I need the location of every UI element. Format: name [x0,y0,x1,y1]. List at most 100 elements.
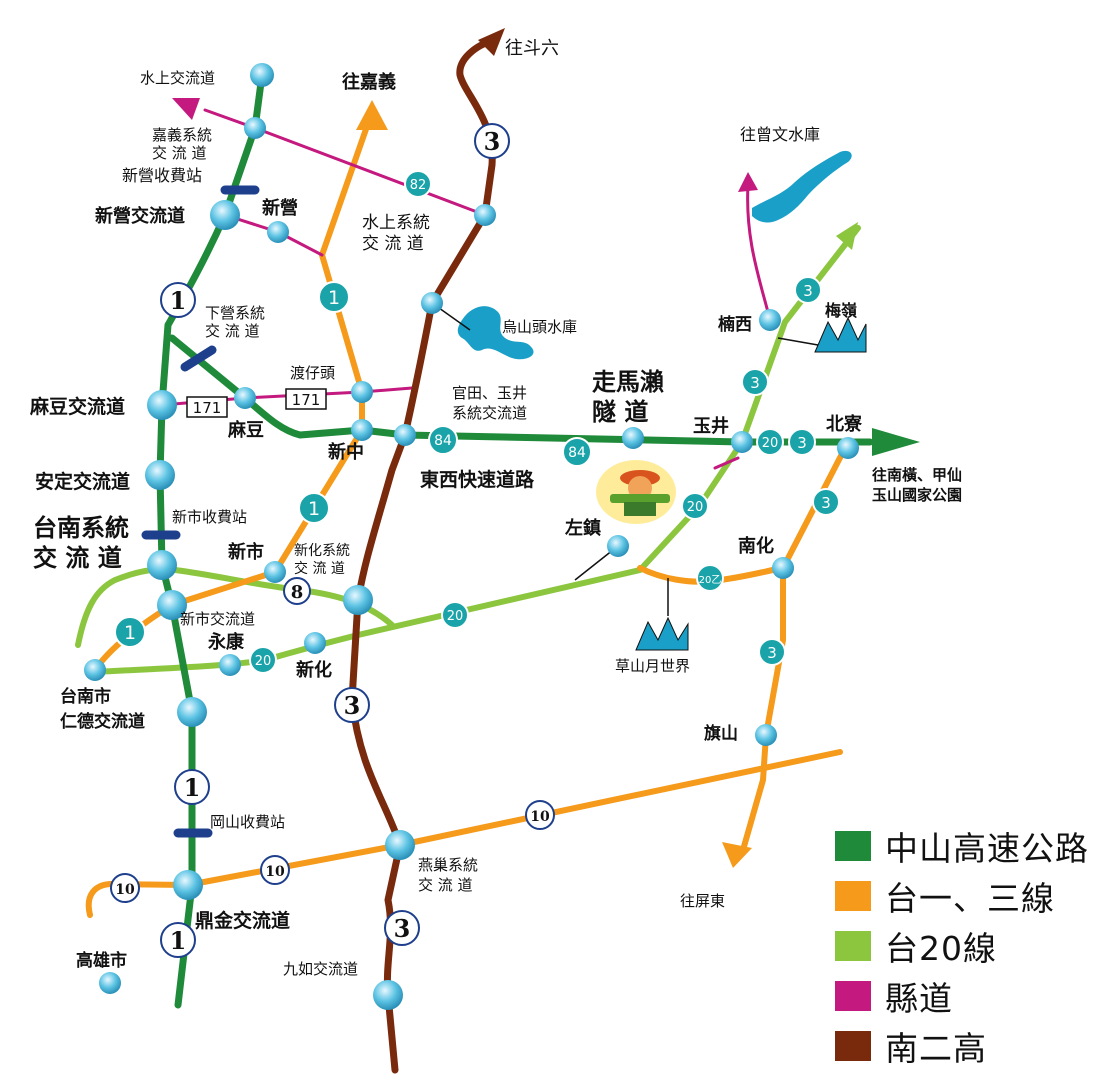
label-dingjin-ic: 鼎金交流道 [195,909,290,932]
label-xinzhong: 新中 [328,441,364,463]
label-yongkang: 永康 [207,631,245,653]
label-chiayi: 往嘉義 [342,71,396,93]
label-pingtung: 往屏東 [680,892,725,910]
shield-1-xinying: 1 [328,287,340,309]
provincial-shields: 82 84 84 20 3 20 20 20 20乙 3 3 3 3 1 1 1 [114,170,840,674]
shield-10-east: 10 [530,809,550,825]
shield-20b: 20乙 [699,574,722,586]
legend-item-route20: 台20線 [835,926,997,968]
shield-3-mid: 3 [344,691,361,720]
label-madou-ic: 麻豆交流道 [29,395,125,418]
route-20-arrow [836,222,858,250]
shield-3-route20-b: 3 [803,282,813,300]
shield-3-nanhua-s: 3 [767,644,777,662]
label-guantian-1: 官田、玉井 [452,384,527,402]
expressway-84-arrow [872,428,920,456]
label-meiling: 梅嶺 [825,301,857,320]
shield-3-south: 3 [394,914,411,943]
legend-swatch [835,881,871,911]
shield-3-beiliao: 3 [797,434,807,452]
legend-item-freeway3: 南二高 [835,1026,987,1068]
legend-item-route1-3: 台一、三線 [835,876,1055,918]
legend-label: 縣道 [885,979,953,1018]
shield-3-north: 3 [484,127,501,156]
label-nanheng: 往南橫、甲仙 [872,466,962,484]
label-rende-ic: 仁德交流道 [60,711,145,732]
shield-84-east: 84 [568,445,586,461]
label-xinying-ic: 新營交流道 [95,205,185,227]
label-zoumalai-1: 走馬瀨 [592,368,664,396]
label-yujing: 玉井 [693,415,729,437]
county-arrow-n [738,172,758,192]
label-xinshi: 新市 [228,541,264,563]
label-jiuru-ic: 九如交流道 [283,960,358,978]
label-shuishang-sys-1: 水上系統 [362,213,430,233]
label-caoshan: 草山月世界 [615,657,690,675]
label-tainan-city: 台南市 [60,686,111,707]
legend-item-county: 縣道 [835,976,953,1018]
label-xinhua: 新化 [296,659,332,681]
map-labels: 往斗六 往嘉義 往曾文水庫 水上交流道 嘉義系統 交 流 道 新營收費站 新營交… [29,38,962,978]
label-xinshi-ic: 新市交流道 [180,610,255,628]
label-zengwen: 往曾文水庫 [740,125,820,144]
shield-20-mid: 20 [447,609,464,624]
county-171-badges: 171 171 [186,388,327,418]
legend-label: 南二高 [885,1029,987,1068]
shield-1-mid: 1 [184,773,201,802]
chiayi-arrow [356,100,388,130]
label-xinying-toll: 新營收費站 [122,166,202,185]
label-duzaitou: 渡仔頭 [290,364,335,382]
shield-84-west: 84 [434,433,452,449]
legend-label: 台一、三線 [885,879,1055,918]
toll-bars [141,185,260,838]
label-dongxi: 東西快速道路 [420,468,535,491]
shield-8: 8 [291,582,304,603]
badge-171-b: 171 [292,391,321,409]
label-gangshan-toll: 岡山收費站 [210,813,285,831]
label-chiayi-sys-1: 嘉義系統 [152,126,212,144]
legend-item-freeway1: 中山高速公路 [835,826,1089,868]
legend-swatch [835,1031,871,1061]
shield-20-zuozhen: 20 [687,500,704,515]
shield-1-xinshi: 1 [308,498,320,520]
label-beiliao: 北寮 [826,413,863,435]
label-xinshi-toll: 新市收費站 [172,508,247,526]
shield-1-south: 1 [170,926,187,955]
douliu-arrow [478,28,505,56]
freeway-shields: 3 3 3 1 1 1 8 10 10 10 [110,123,555,958]
label-nanhua: 南化 [738,535,774,557]
wushantou-reservoir [457,306,534,360]
shield-1-tainan: 1 [124,622,136,644]
label-anding-ic: 安定交流道 [35,470,130,493]
label-zuozhen: 左鎮 [565,517,601,539]
label-xiaying-sys-2: 交 流 道 [205,322,260,340]
label-xinying: 新營 [262,197,298,219]
shield-82: 82 [410,178,427,193]
label-chiayi-sys-2: 交 流 道 [152,144,207,162]
interchange-nodes [84,63,859,1010]
shield-3-route20-a: 3 [750,374,760,392]
county-arrow-nw [172,98,200,120]
label-douliu: 往斗六 [505,38,559,59]
legend-label: 台20線 [885,929,997,968]
label-shuishang-sys-2: 交 流 道 [362,234,424,254]
label-shuishang-ic: 水上交流道 [140,69,215,87]
label-xinhua-sys-2: 交 流 道 [294,560,345,577]
shield-10-west: 10 [115,882,135,898]
label-yushan: 玉山國家公園 [872,486,962,504]
label-nanxi: 楠西 [718,314,752,335]
shield-10-mid: 10 [265,864,285,880]
caoshan-mountain-icon [635,578,689,651]
pingtung-arrow [722,842,752,868]
farm-logo-icon [596,460,676,524]
label-yanchao-sys-1: 燕巢系統 [418,856,478,874]
label-qishan: 旗山 [704,723,738,744]
shield-3-nanhua-n: 3 [821,494,831,512]
label-wushantou: 烏山頭水庫 [502,318,577,336]
label-xinhua-sys-1: 新化系統 [294,543,350,559]
legend-swatch [835,981,871,1011]
label-kaohsiung-city: 高雄市 [76,950,127,971]
label-madou: 麻豆 [227,419,264,441]
label-zoumalai-2: 隧 道 [592,398,648,426]
